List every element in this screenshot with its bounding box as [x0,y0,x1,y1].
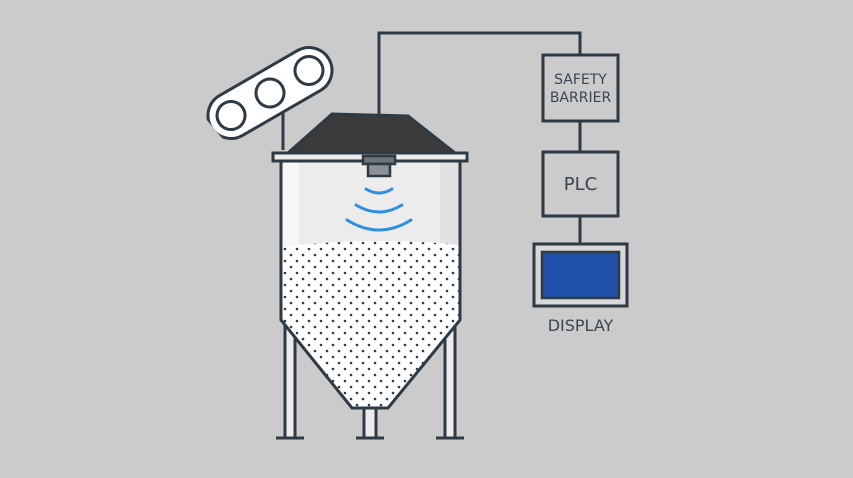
safety-barrier-label-line2: BARRIER [550,90,612,106]
display-screen [540,250,621,300]
signal-cable [377,31,582,244]
conveyor-belt-icon [190,46,334,155]
plc-label: PLC [564,174,597,195]
silo-icon [271,112,469,440]
safety-barrier-box: SAFETY BARRIER [541,53,620,123]
ultrasonic-sensor-icon [345,154,413,232]
display-label: DISPLAY [548,316,614,335]
safety-barrier-label-line1: SAFETY [554,72,607,88]
plc-box: PLC [541,150,620,218]
display-icon: DISPLAY [532,242,629,335]
